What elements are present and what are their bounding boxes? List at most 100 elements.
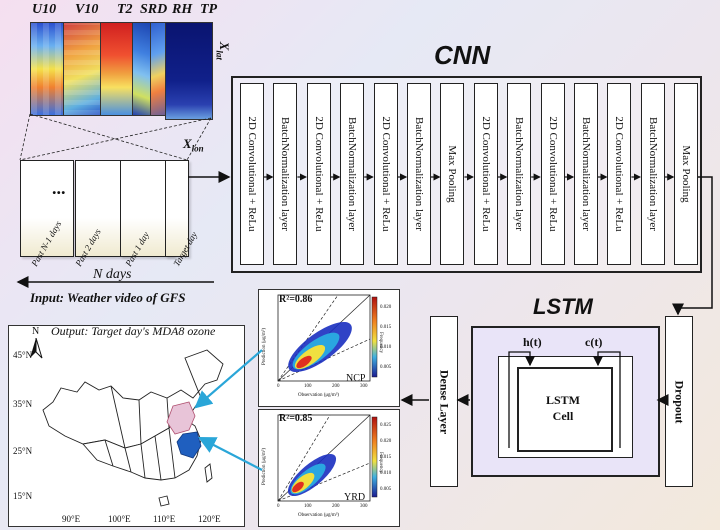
x-lon-label: Xlon — [183, 136, 204, 154]
ncp-cb-tick-2: 0.010 — [380, 345, 392, 350]
yrd-cb-tick-3: 0.010 — [380, 471, 392, 476]
north-arrow-icon — [30, 338, 43, 359]
lstm-h-label: h(t) — [523, 335, 542, 349]
frames-ellipsis: ... — [52, 178, 66, 198]
cnn-layer-batchnorm: BatchNormalization layer — [507, 83, 532, 265]
lon-tick-90: 90°E — [62, 514, 81, 524]
map-taiwan — [204, 463, 213, 483]
yrd-density-cloud — [287, 453, 337, 497]
yrd-cb-tick-4: 0.005 — [380, 487, 392, 492]
cnn-layer-label: 2D Convolutional + ReLu — [546, 116, 559, 232]
ncp-r2: R²=0.86 — [279, 294, 313, 305]
ncp-density-cloud — [288, 321, 352, 373]
heatmap-tp — [165, 22, 213, 120]
lat-tick-45: 45°N — [13, 350, 33, 360]
ncp-cb-tick-0: 0.020 — [380, 305, 392, 310]
yrd-xtick-0: 0 — [277, 504, 280, 509]
cnn-layer-label: 2D Convolutional + ReLu — [379, 116, 392, 232]
input-caption: Input: Weather video of GFS — [30, 290, 186, 305]
cnn-layer-batchnorm: BatchNormalization layer — [273, 83, 298, 265]
ncp-region-label: NCP — [346, 373, 366, 384]
yrd-cb-tick-1: 0.020 — [380, 439, 392, 444]
lstm-c-label: c(t) — [585, 335, 603, 349]
dense-layer-label: Dense Layer — [437, 369, 452, 434]
north-label: N — [32, 326, 40, 337]
frame-past-n-1-days — [20, 160, 74, 257]
cnn-layer-conv2d-relu: 2D Convolutional + ReLu — [473, 83, 498, 265]
ncp-region — [166, 401, 196, 435]
ncp-xtick-0: 0 — [277, 384, 280, 389]
yrd-colorbar — [371, 416, 378, 498]
ncp-ylabel: Prediction (μg/m³) — [262, 327, 268, 366]
ncp-xlabel: Observation (μg/m³) — [298, 393, 339, 398]
cnn-layer-batchnorm: BatchNormalization layer — [640, 83, 665, 265]
dropout-label: Dropout — [672, 379, 687, 424]
lstm-title: LSTM — [533, 294, 593, 319]
ncp-upper-bound-line — [277, 294, 339, 382]
yrd-xtick-1: 100 — [304, 504, 312, 509]
var-label-rh: RH — [172, 2, 193, 17]
var-label-v10: V10 — [75, 2, 99, 17]
ncp-xtick-2: 200 — [332, 384, 340, 389]
x-lat-label: Xlat — [214, 41, 232, 60]
lat-tick-25: 25°N — [13, 446, 33, 456]
cnn-layer-label: BatchNormalization layer — [413, 117, 425, 231]
china-map — [42, 349, 224, 507]
var-label-t2: T2 — [117, 2, 133, 17]
ncp-xtick-1: 100 — [304, 384, 312, 389]
dense-layer-box: Dense Layer — [430, 316, 458, 487]
cnn-layer-conv2d-relu: 2D Convolutional + ReLu — [540, 83, 565, 265]
cnn-layer-label: BatchNormalization layer — [346, 117, 359, 231]
output-caption: Output: Target day's MDA8 ozone — [51, 324, 216, 338]
frame-target-day — [165, 160, 189, 257]
cnn-layer-batchnorm: BatchNormalization layer — [340, 83, 365, 265]
cnn-layer-max-pooling: Max Pooling — [674, 83, 699, 265]
cnn-layer-conv2d-relu: 2D Convolutional + ReLu — [306, 83, 331, 265]
cnn-title: CNN — [434, 40, 491, 70]
lstm-cell-box — [517, 367, 613, 452]
var-label-u10: U10 — [32, 2, 57, 17]
ncp-cb-tick-3: 0.005 — [380, 365, 392, 370]
lstm-cell-label-line1: LSTM — [545, 393, 580, 407]
map-provinces — [104, 385, 176, 481]
cnn-layer-batchnorm: BatchNormalization layer — [407, 83, 431, 265]
lon-tick-100: 100°E — [108, 514, 131, 524]
cnn-layer-batchnorm: BatchNormalization layer — [574, 83, 598, 265]
ncp-cb-tick-1: 0.015 — [380, 325, 392, 330]
ncp-colorbar — [371, 296, 378, 378]
cnn-layer-label: 2D Convolutional + ReLu — [312, 116, 325, 232]
cnn-layer-conv2d-relu: 2D Convolutional + ReLu — [373, 83, 398, 265]
yrd-region-label: YRD — [344, 492, 366, 503]
yrd-ylabel: Prediction (μg/m³) — [262, 447, 268, 486]
yrd-xlabel: Observation (μg/m³) — [298, 513, 339, 518]
var-label-tp: TP — [200, 2, 218, 17]
cnn-layer-label: Max Pooling — [680, 145, 693, 203]
lat-tick-15: 15°N — [13, 491, 33, 501]
lstm-cell-label-line2: Cell — [552, 409, 574, 423]
lstm-cell-label: LSTM Cell — [517, 392, 609, 424]
yrd-cb-tick-2: 0.015 — [380, 455, 392, 460]
scatter-plot-yrd — [277, 414, 378, 502]
yrd-upper-bound-line — [277, 414, 331, 502]
cnn-layer-label: 2D Convolutional + ReLu — [613, 116, 626, 232]
cnn-layer-label: BatchNormalization layer — [513, 117, 526, 231]
yrd-xtick-3: 300 — [360, 504, 368, 509]
lon-tick-120: 120°E — [198, 514, 221, 524]
var-label-srd: SRD — [140, 2, 168, 17]
yrd-r2: R²=0.85 — [279, 413, 313, 424]
cnn-layer-label: BatchNormalization layer — [580, 117, 592, 231]
cnn-layer-label: 2D Convolutional + ReLu — [479, 116, 492, 232]
cnn-layer-label: BatchNormalization layer — [279, 117, 292, 231]
cnn-layer-max-pooling: Max Pooling — [440, 83, 465, 265]
cnn-layer-label: 2D Convolutional + ReLu — [246, 116, 258, 232]
cnn-layer-conv2d-relu: 2D Convolutional + ReLu — [607, 83, 632, 265]
lon-tick-110: 110°E — [153, 514, 176, 524]
cnn-layer-label: Max Pooling — [446, 145, 459, 203]
yrd-region — [176, 431, 202, 459]
scatter-plot-ncp — [277, 294, 378, 382]
yrd-xtick-2: 200 — [332, 504, 340, 509]
cnn-layer-conv2d-relu: 2D Convolutional + ReLu — [240, 83, 264, 265]
yrd-cb-tick-0: 0.025 — [380, 423, 392, 428]
cnn-layer-label: BatchNormalization layer — [646, 117, 659, 231]
ncp-xtick-3: 300 — [360, 384, 368, 389]
